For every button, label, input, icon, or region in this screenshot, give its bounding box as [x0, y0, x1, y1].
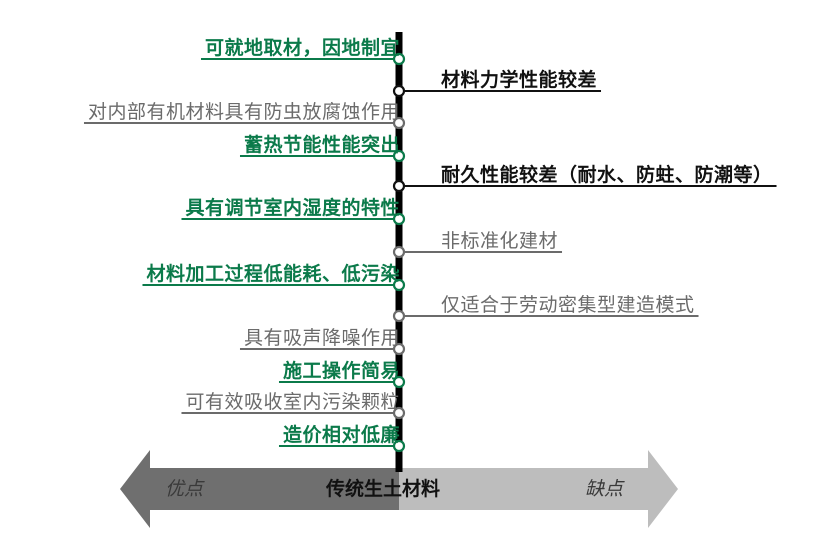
left-spine-node [392, 342, 406, 356]
left-item: 可就地取材，因地制宜 [204, 37, 400, 59]
left-spine-node [392, 406, 406, 420]
left-spine-node [392, 278, 406, 292]
right-spine-node [392, 84, 406, 98]
left-spine-node [392, 52, 406, 66]
right-item: 耐久性能较差（耐水、防蛀、防潮等） [441, 164, 773, 186]
left-spine-node [392, 212, 406, 226]
right-item: 非标准化建材 [441, 230, 559, 252]
left-spine-node [392, 149, 406, 163]
right-spine-node [392, 179, 406, 193]
center-label: 传统生土材料 [326, 478, 441, 500]
left-item: 材料加工过程低能耗、低污染 [146, 263, 400, 285]
left-item: 施工操作简易 [282, 360, 400, 382]
disadvantages-label: 缺点 [585, 478, 624, 500]
arrow-left-half [120, 450, 399, 528]
left-item: 可有效吸收室内污染颗粒 [185, 391, 400, 413]
left-item: 具有吸声降噪作用 [243, 327, 400, 349]
left-item: 具有调节室内湿度的特性 [185, 197, 400, 219]
left-spine-node [392, 116, 406, 130]
right-spine-node [392, 309, 406, 323]
left-item: 蓄热节能性能突出 [243, 134, 400, 156]
left-item: 造价相对低廉 [282, 424, 400, 446]
left-spine-node [392, 375, 406, 389]
advantages-label: 优点 [165, 478, 204, 500]
spine-nodes [392, 52, 406, 453]
left-spine-node [392, 439, 406, 453]
right-spine-node [392, 245, 406, 259]
right-item: 仅适合于劳动密集型建造模式 [441, 294, 695, 316]
right-item: 材料力学性能较差 [441, 69, 598, 91]
arrow-right-half [399, 450, 678, 528]
leader-lines [83, 58, 777, 447]
left-item: 对内部有机材料具有防虫放腐蚀作用 [87, 101, 400, 123]
